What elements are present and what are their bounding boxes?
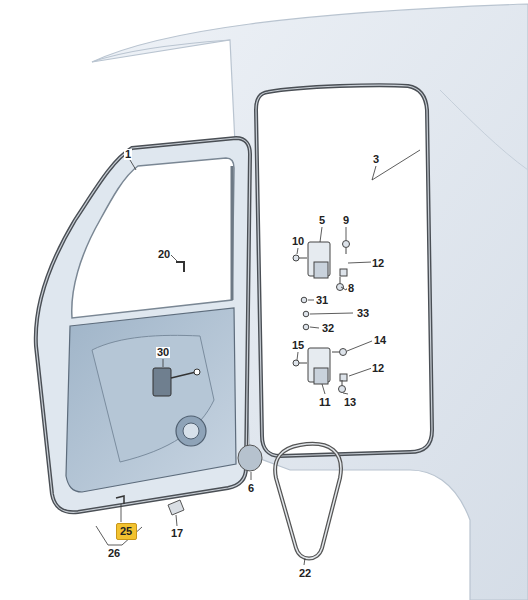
callout-number: 15 [291, 340, 305, 351]
callout-number: 12 [371, 363, 385, 374]
callout-number: 11 [318, 397, 332, 408]
callout-number: 10 [291, 236, 305, 247]
callout-number: 14 [373, 335, 387, 346]
callout-number: 22 [298, 568, 312, 579]
callout-number: 32 [321, 323, 335, 334]
callout-number: 17 [170, 528, 184, 539]
callout-number: 1 [124, 149, 132, 160]
callout-number: 3 [372, 154, 380, 165]
callout-number: 9 [342, 215, 350, 226]
callout-number: 6 [247, 483, 255, 494]
callout-number: 26 [107, 548, 121, 559]
callout-number: 33 [356, 308, 370, 319]
callout-number: 8 [347, 283, 355, 294]
callout-number: 31 [315, 295, 329, 306]
callout-number: 13 [343, 397, 357, 408]
highlighted-callout: 25 [116, 523, 137, 540]
callout-number: 5 [318, 215, 326, 226]
callout-number: 25 [120, 526, 133, 537]
callout-number: 30 [156, 347, 170, 358]
callout-number: 12 [371, 258, 385, 269]
callout-number: 20 [157, 249, 171, 260]
